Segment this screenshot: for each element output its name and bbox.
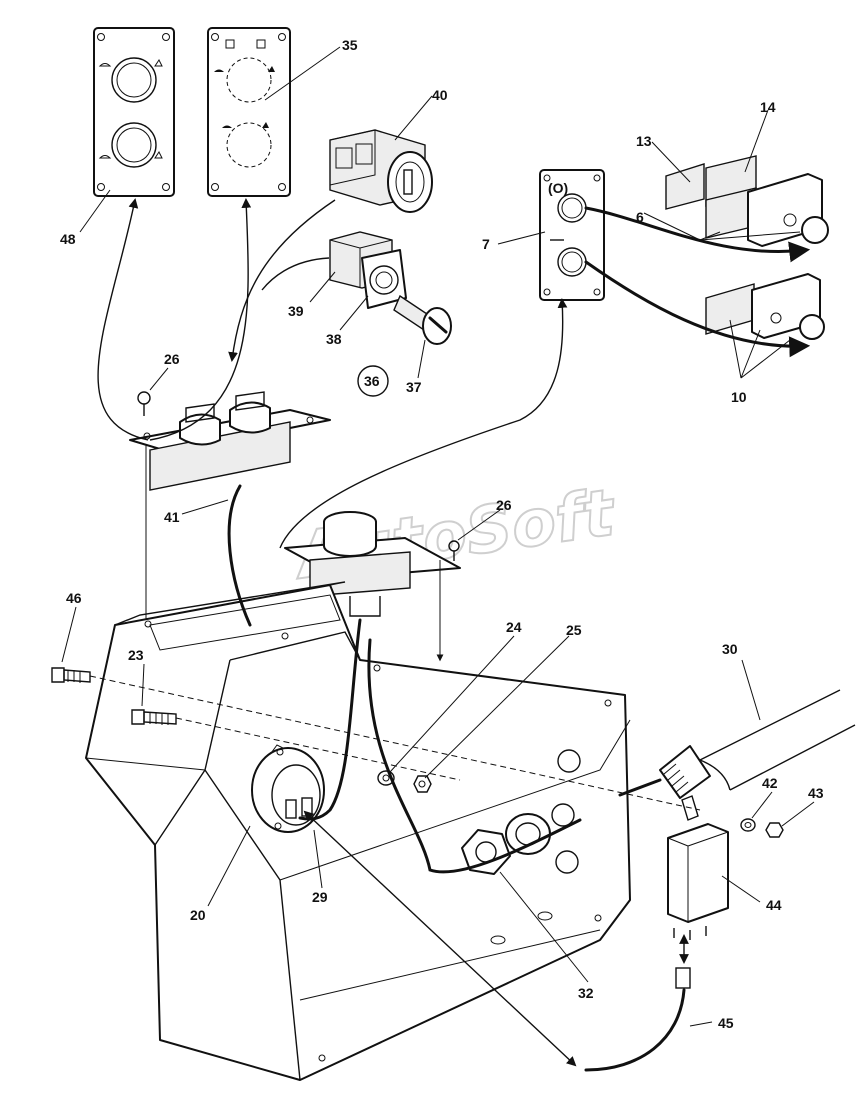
relay-44 <box>667 795 729 940</box>
label-6: 6 <box>636 209 644 225</box>
screw-46 <box>51 667 91 683</box>
label-20: 20 <box>190 907 206 923</box>
washer-42 <box>740 818 756 832</box>
leader-lines <box>61 46 815 1027</box>
label-26-right: 26 <box>496 497 512 513</box>
cable-30 <box>618 689 856 799</box>
label-30: 30 <box>722 641 738 657</box>
label-46: 46 <box>66 590 82 606</box>
screw-26-right <box>448 540 460 561</box>
label-35: 35 <box>342 37 358 53</box>
label-43: 43 <box>808 785 824 801</box>
label-32: 32 <box>578 985 594 1001</box>
label-23: 23 <box>128 647 144 663</box>
screw-26-left <box>137 391 151 416</box>
label-48: 48 <box>60 231 76 247</box>
label-26-left: 26 <box>164 351 180 367</box>
label-38: 38 <box>326 331 342 347</box>
assembly-lines <box>89 445 701 811</box>
label-24: 24 <box>506 619 522 635</box>
part-labels: 48 35 40 14 13 6 7 39 38 37 36 10 26 41 … <box>60 37 824 1031</box>
selector-switch-40 <box>329 129 433 213</box>
screw-23 <box>131 709 177 725</box>
switch-panel-7: (O) <box>539 169 605 301</box>
panel-7-symbol: (O) <box>548 180 568 196</box>
label-39: 39 <box>288 303 304 319</box>
label-40: 40 <box>432 87 448 103</box>
label-42: 42 <box>762 775 778 791</box>
switch-panel-48 <box>93 27 175 197</box>
label-37: 37 <box>406 379 422 395</box>
connector-45 <box>675 967 691 989</box>
mounting-adapter-38 <box>361 249 407 309</box>
switch-plate-41 <box>129 391 331 491</box>
pushbutton-assembly-6 <box>665 155 829 247</box>
label-14: 14 <box>760 99 776 115</box>
item-circle-36 <box>357 365 389 397</box>
label-13: 13 <box>636 133 652 149</box>
label-41: 41 <box>164 509 180 525</box>
pushbutton-assembly-10 <box>705 273 825 340</box>
label-10: 10 <box>731 389 747 405</box>
label-36: 36 <box>364 373 380 389</box>
nut-43 <box>765 822 784 838</box>
label-25: 25 <box>566 622 582 638</box>
label-44: 44 <box>766 897 782 913</box>
label-45: 45 <box>718 1015 734 1031</box>
label-29: 29 <box>312 889 328 905</box>
wiring <box>97 198 811 1072</box>
washer-24 <box>377 770 395 786</box>
switch-panel-35 <box>207 27 291 197</box>
label-7: 7 <box>482 236 490 252</box>
emergency-stop-assembly <box>284 511 461 617</box>
key-switch-37 <box>393 294 452 345</box>
nut-25 <box>413 775 432 793</box>
